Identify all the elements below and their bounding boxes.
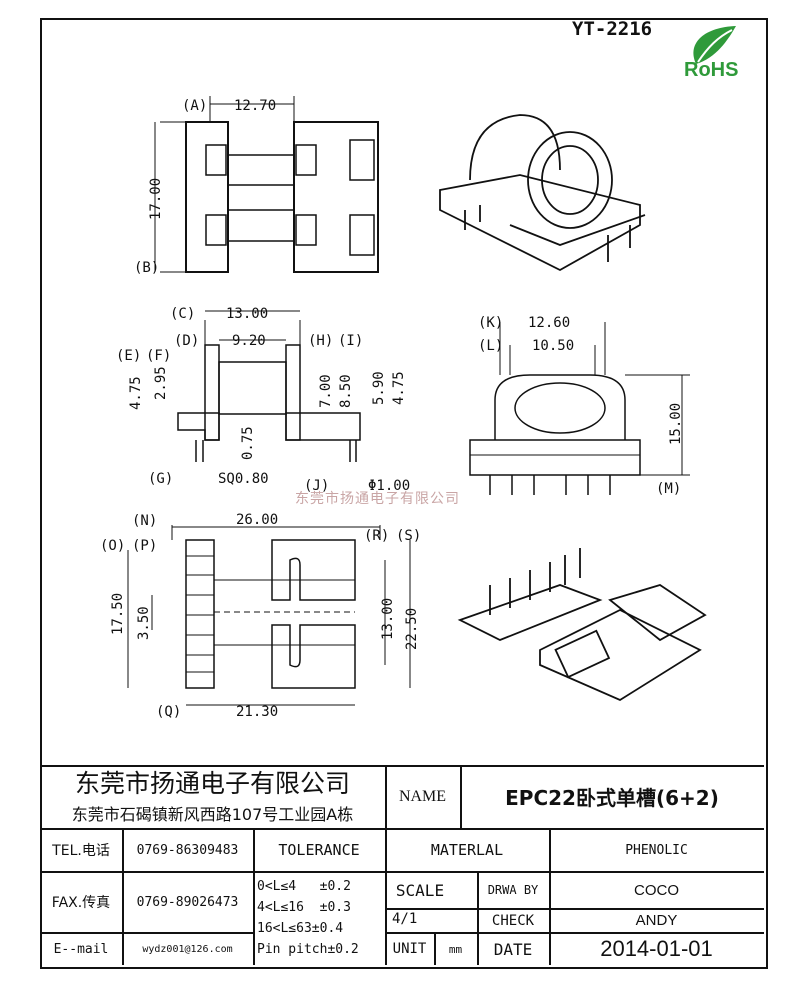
tolerance-row: 4<L≤16 ±0.3: [257, 900, 351, 915]
dim-label-l: (L): [478, 338, 503, 354]
dim-label-h: (H): [308, 333, 333, 349]
company-address: 东莞市石碣镇新风西路107号工业园A栋: [71, 805, 354, 824]
dim-value-d: 9.20: [232, 333, 266, 349]
side-view: (C) 13.00 (D) 9.20 (E) (F) 4.75 2.95 0.7…: [116, 306, 410, 494]
drawn-by-value: COCO: [634, 881, 679, 899]
email-value: wydz001@126.com: [142, 943, 233, 955]
isometric-view-bottom: [457, 548, 707, 702]
check-value: ANDY: [635, 912, 678, 929]
tolerance-list: 0<L≤4 ±0.2 4<L≤16 ±0.3 16<L≤63±0.4 Pin p…: [257, 876, 359, 960]
part-number: YT-2216: [572, 18, 653, 40]
dim-label-o: (O): [100, 538, 125, 554]
top-view: (A) 12.70 (B) 17.00: [134, 96, 379, 276]
rohs-logo: RoHS: [684, 26, 738, 80]
unit-value: mm: [448, 942, 463, 956]
email-label: E--mail: [53, 941, 109, 957]
tolerance-label: TOLERANCE: [278, 841, 360, 859]
technical-drawing: (A) 12.70 (B) 17.00 (C) 13.00 (D) 9.20 (…: [100, 96, 707, 720]
tel-value: 0769-86309483: [136, 842, 239, 858]
dim-label-s: (S): [396, 528, 421, 544]
part-name: EPC22卧式单槽(6+2): [505, 786, 719, 810]
unit-label: UNIT: [392, 941, 427, 957]
dim-value-r: 13.00: [380, 598, 396, 640]
dim-value-n: 26.00: [236, 512, 278, 528]
bottom-view: (N) 26.00 (O) (P) 17.50 3.50 (Q) 21.30 (…: [100, 512, 421, 720]
svg-text:RoHS: RoHS: [684, 59, 738, 80]
dim-value-center: 0.75: [240, 426, 256, 460]
fax-value: 0769-89026473: [136, 894, 239, 910]
dim-label-c: (C): [170, 306, 195, 322]
dim-label-b: (B): [134, 260, 159, 276]
dim-value-c: 13.00: [226, 306, 268, 322]
dim-label-i: (I): [338, 333, 363, 349]
date-value: 2014-01-01: [600, 936, 713, 961]
dim-label-e: (E): [116, 348, 141, 364]
dim-value-m: 15.00: [668, 403, 684, 445]
dim-label-f: (F): [146, 348, 171, 364]
dim-label-r: (R): [364, 528, 389, 544]
dim-label-q: (Q): [156, 704, 181, 720]
dim-value-right2: 4.75: [391, 371, 407, 405]
dim-value-f: 2.95: [153, 366, 169, 400]
material-label: MATERLAL: [430, 841, 504, 859]
name-label: NAME: [398, 787, 447, 805]
dim-label-j: (J): [304, 478, 329, 494]
tolerance-row: 0<L≤4 ±0.2: [257, 879, 351, 894]
watermark: 东莞市扬通电子有限公司: [295, 491, 460, 507]
dim-value-a: 12.70: [234, 98, 276, 114]
scale-label: SCALE: [395, 880, 445, 900]
company-name: 东莞市扬通电子有限公司: [74, 769, 350, 798]
scale-value: 4/1: [392, 911, 418, 927]
tolerance-row: 16<L≤63±0.4: [257, 921, 344, 936]
fax-label: FAX.传真: [51, 895, 111, 911]
dim-label-m: (M): [656, 481, 681, 497]
check-label: CHECK: [491, 912, 535, 929]
dim-value-h: 7.00: [318, 374, 334, 408]
dim-label-p: (P): [132, 538, 157, 554]
material-value: PHENOLIC: [625, 842, 688, 858]
dim-value-b: 17.00: [148, 178, 164, 220]
date-label: DATE: [493, 939, 533, 959]
tel-label: TEL.电话: [52, 843, 110, 859]
dim-label-a: (A): [182, 98, 207, 114]
dim-value-i: 8.50: [338, 374, 354, 408]
dim-label-n: (N): [132, 513, 157, 529]
dim-label-d: (D): [174, 333, 199, 349]
sheet-border: [40, 18, 768, 969]
dim-label-k: (K): [478, 315, 503, 331]
drawn-by-label: DRWA BY: [487, 882, 539, 897]
dim-value-o: 17.50: [110, 593, 126, 635]
dim-label-g: (G): [148, 471, 173, 487]
dim-value-j: Φ1.00: [368, 478, 410, 494]
front-view: (K) 12.60 (L) 10.50 15.00 (M): [469, 315, 690, 497]
dim-value-q: 21.30: [236, 704, 278, 720]
isometric-view-top: [439, 114, 646, 272]
dim-value-e: 4.75: [128, 376, 144, 410]
tolerance-row: Pin pitch±0.2: [257, 942, 359, 957]
dim-value-p: 3.50: [136, 606, 152, 640]
dim-value-k: 12.60: [528, 315, 570, 331]
dim-value-l: 10.50: [532, 338, 574, 354]
dim-value-g: SQ0.80: [218, 471, 269, 487]
dim-value-s: 22.50: [404, 608, 420, 650]
dim-value-right1: 5.90: [371, 371, 387, 405]
